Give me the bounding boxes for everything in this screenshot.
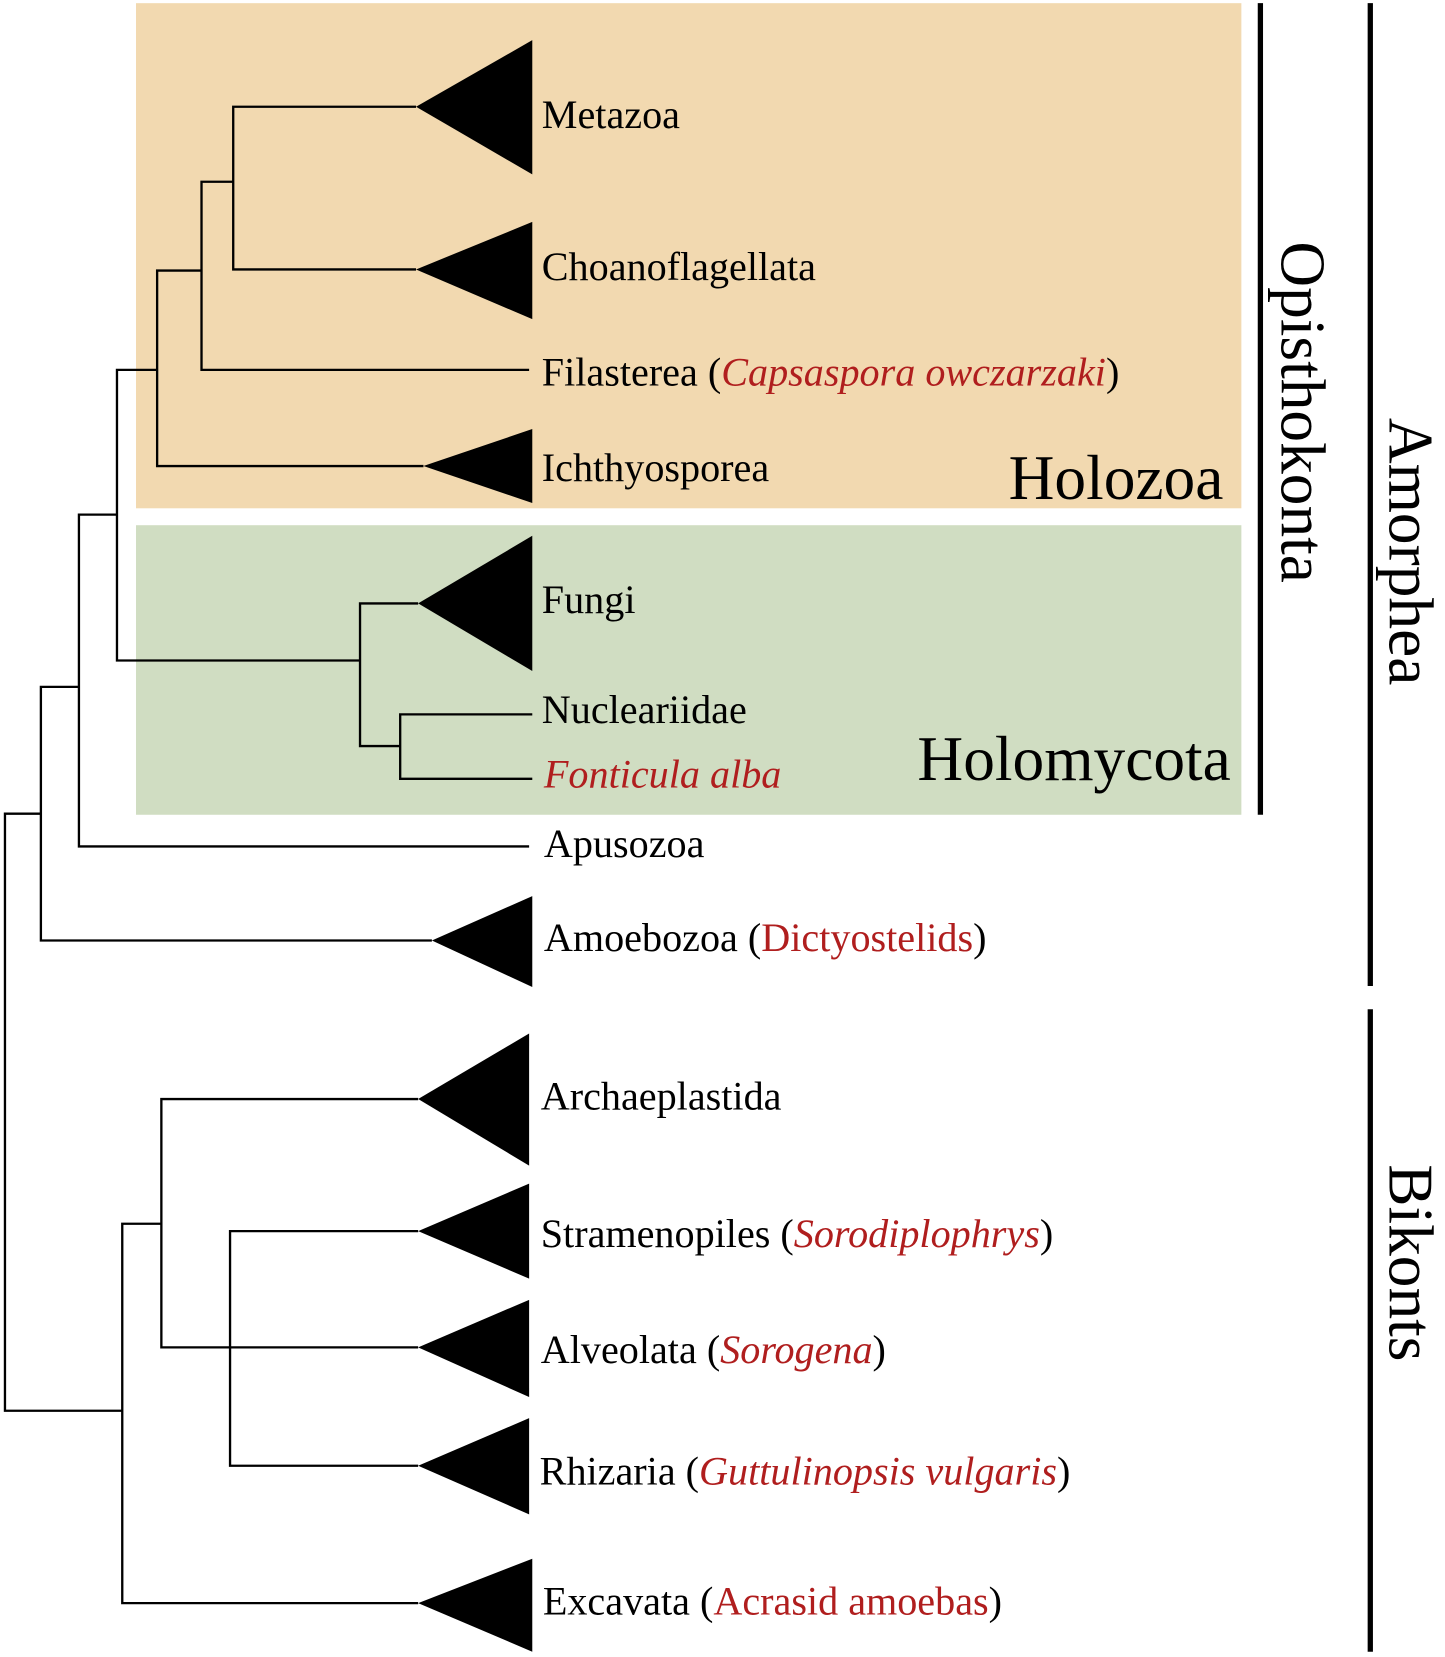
clade-triangle-choanoflagellata xyxy=(416,221,533,320)
clade-triangle-excavata xyxy=(418,1558,533,1652)
label-archaeplastida: Archaeplastida xyxy=(541,1074,782,1119)
clade-triangle-fungi xyxy=(418,535,533,672)
label-nucleariidae: Nucleariidae xyxy=(542,687,747,732)
clade-triangle-ichthyosporea xyxy=(423,429,533,504)
collapsed-clades xyxy=(416,40,533,1652)
group-label-holozoa: Holozoa xyxy=(1009,443,1224,513)
label-choanoflagellata: Choanoflagellata xyxy=(542,244,816,289)
tree-branches xyxy=(3,105,533,1605)
label-apusozoa: Apusozoa xyxy=(544,821,705,866)
label-alveolata: Alveolata (Sorogena) xyxy=(541,1327,886,1372)
label-stramenopiles: Stramenopiles (Sorodiplophrys) xyxy=(541,1211,1053,1256)
clade-triangle-amoebozoa xyxy=(431,896,533,988)
group-label-opisthokonta: Opisthokonta xyxy=(1268,241,1338,583)
label-amoebozoa: Amoebozoa (Dictyostelids) xyxy=(544,915,987,960)
clade-triangle-archaeplastida xyxy=(418,1033,530,1166)
holozoa-region xyxy=(135,3,1242,509)
clade-triangle-alveolata xyxy=(418,1299,530,1398)
clade-triangle-stramenopiles xyxy=(418,1183,530,1279)
group-label-amorphea: Amorphea xyxy=(1375,418,1445,686)
clade-triangle-rhizaria xyxy=(418,1418,530,1515)
label-filasterea: Filasterea (Capsaspora owczarzaki) xyxy=(542,350,1120,395)
holomycota-region xyxy=(135,525,1242,815)
taxon-labels: Metazoa Choanoflagellata Filasterea (Cap… xyxy=(540,92,1120,1624)
label-fungi: Fungi xyxy=(542,577,636,622)
group-label-holomycota: Holomycota xyxy=(917,724,1230,794)
label-rhizaria: Rhizaria (Guttulinopsis vulgaris) xyxy=(540,1449,1071,1494)
label-metazoa: Metazoa xyxy=(542,92,680,137)
label-ichthyosporea: Ichthyosporea xyxy=(542,445,770,490)
label-fonticula: Fonticula alba xyxy=(543,751,781,796)
clade-triangle-metazoa xyxy=(416,40,533,175)
group-label-bikonts: Bikonts xyxy=(1375,1164,1445,1361)
label-excavata: Excavata (Acrasid amoebas) xyxy=(543,1579,1002,1624)
